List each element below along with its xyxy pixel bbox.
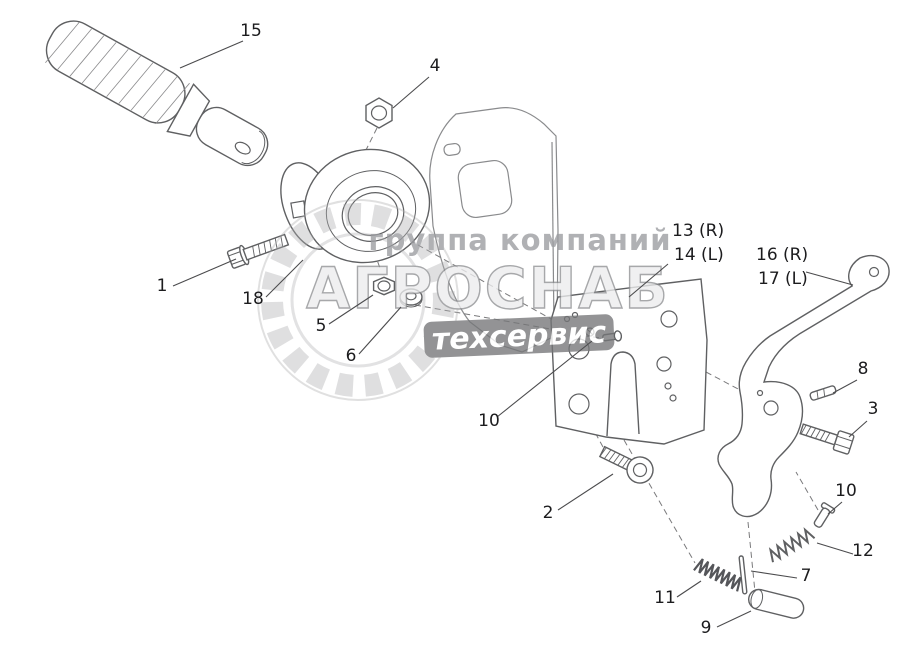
leader-1 [172,258,237,287]
leader-10a [496,340,593,418]
disc-fold-line [325,170,417,252]
callout-10a: 10 [478,411,500,431]
part-spring-11 [693,558,742,592]
callout-13R: 13 (R) [672,221,724,241]
watermark-service-text: техсервис [431,315,607,358]
leader-5 [328,294,374,325]
watermark-brand-text: АГРОСНАБ [306,256,670,322]
part-hex-bolt-3 [799,423,855,455]
callout-6: 6 [346,346,357,366]
leader-12 [816,542,854,555]
callout-2: 2 [543,503,554,523]
part-handle-grip-15 [45,20,269,167]
bolt3-threads [800,424,831,442]
handle-knurl-hatch [45,21,190,125]
part-rivet-pin-10b [813,502,836,528]
callout-5: 5 [316,316,327,336]
part-pin-7 [738,555,748,595]
bolt2-threads [599,447,630,468]
part-clevis-pin-9 [748,588,805,619]
leader-lines [172,40,868,628]
callout-15: 15 [240,21,262,41]
part-pin-8 [809,385,837,401]
callout-3: 3 [868,399,879,419]
leader-7 [750,570,798,579]
handle-end-hole [234,141,251,155]
leader-15 [179,40,244,69]
part-socket-bolt-2 [598,445,654,484]
pin9-end-face [750,589,764,609]
leader-16-17 [805,271,854,286]
callout-8: 8 [858,359,869,379]
callout-12: 12 [852,541,874,561]
callout-14L: 14 (L) [674,245,724,265]
leader-18 [265,259,304,298]
plate-small-slot [443,142,461,157]
watermark-band: техсервис [423,314,615,358]
part-flange-nut-6 [399,288,423,308]
leader-9 [716,610,752,628]
part-nut-5 [372,276,396,296]
bolt2-socket [632,462,648,478]
leader-13-14 [628,263,669,298]
leader-6 [358,306,402,355]
callout-11: 11 [654,588,676,608]
callout-labels: 15 4 1 18 5 6 13 (R) 14 (L) 16 (R) 17 (L… [157,21,879,638]
bolt1-threads [252,235,284,258]
part-spring-12 [768,527,816,563]
leader-11 [676,580,702,598]
part-cam-disc-18 [280,148,431,264]
watermark-band-rect [423,314,615,358]
callout-18: 18 [242,289,264,309]
watermark-gear-icon [257,199,459,401]
plate-window-hole [457,159,513,219]
leader-2 [557,473,614,511]
handle-shaft-curve [241,130,266,165]
handle-collar [166,83,211,137]
watermark-company-group-text: группа компаний [368,223,671,257]
callout-4: 4 [430,56,441,76]
callout-17L: 17 (L) [758,269,808,289]
part-hex-bolt-1 [226,233,290,269]
leader-4 [392,76,430,109]
callout-7: 7 [801,566,812,586]
callout-9: 9 [701,618,712,638]
bracket-bottom-slot [606,351,640,437]
callout-16R: 16 (R) [756,245,808,265]
leader-3 [848,420,868,438]
disc-bore [347,192,399,236]
leader-8 [832,379,858,394]
part-hex-nut-4 [365,97,393,129]
watermark: группа компаний АГРОСНАБ техсервис [257,199,671,401]
lever-pad-hole [763,400,779,416]
leader-10b [827,501,843,515]
part-back-plate [429,107,559,353]
callout-10b: 10 [835,481,857,501]
lever-tip-hole [868,266,880,278]
plate-edge-line [551,141,555,331]
callout-1: 1 [157,276,168,296]
part-lever-arm-16-17 [717,254,890,518]
